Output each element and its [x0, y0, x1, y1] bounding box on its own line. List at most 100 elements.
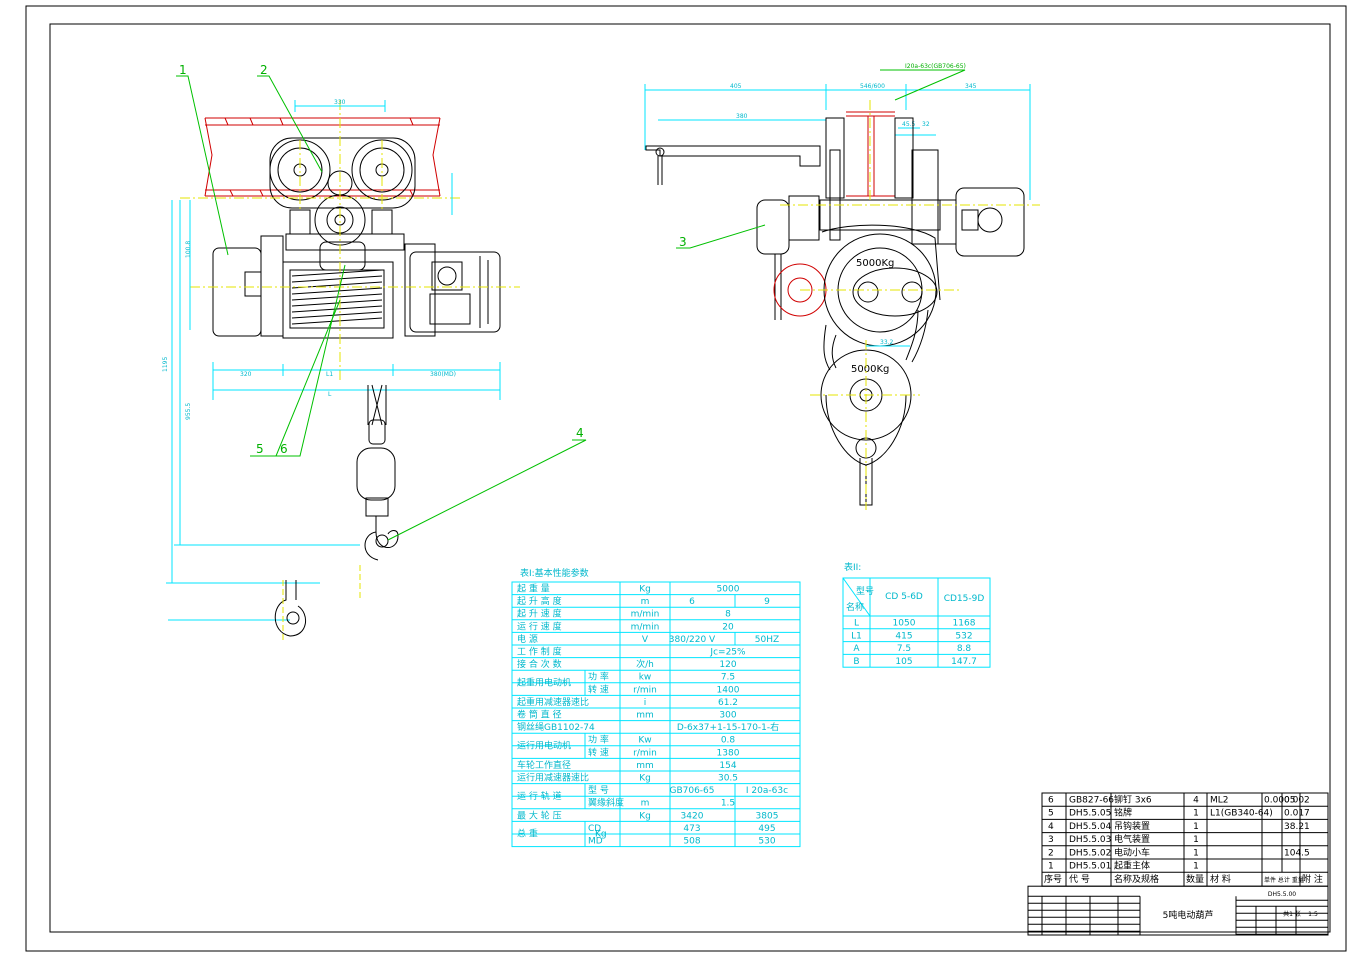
drawing-sheet-count: 共1 张: [1283, 910, 1301, 918]
group-weight-unit: Kg: [595, 830, 607, 840]
perf-row-name: 工 作 制 度: [517, 646, 562, 658]
perf-row-value: 508: [683, 837, 700, 847]
bom-no: 5: [1048, 809, 1054, 819]
inner-frame: [49, 23, 1331, 933]
performance-table-title: 表Ⅰ:基本性能参数: [520, 567, 589, 579]
bom-qty: 4: [1193, 796, 1199, 806]
col-cd5-6d: CD 5-6D: [885, 592, 923, 602]
perf-row-value: D-6x37+1-15-170-1-右: [677, 721, 779, 733]
group-lift-motor: 起重用电动机: [517, 677, 571, 689]
perf-row-unit: Kg: [639, 774, 651, 784]
drawing-title: 5吨电动葫芦: [1163, 909, 1214, 921]
bom-qty: 1: [1193, 835, 1199, 845]
bom-total-weight: 0.017: [1284, 809, 1310, 819]
perf-row-unit: Kg: [639, 585, 651, 595]
perf-row-name: 运 行 速 度: [517, 620, 562, 632]
svg-text:100.8: 100.8: [185, 241, 192, 258]
bom-material: L1(GB340-64): [1210, 809, 1273, 819]
col-cd5-9d: CD15-9D: [944, 594, 985, 604]
perf-row-value: 5000: [717, 585, 740, 595]
perf-row-name: 钢丝绳GB1102-74: [517, 721, 595, 733]
perf-row-value2: 50HZ: [755, 635, 779, 645]
perf-row-value: 300: [719, 711, 736, 721]
perf-row-value: 1400: [717, 685, 740, 695]
drawing-number: DH5.5.00: [1268, 891, 1296, 898]
svg-text:546/600: 546/600: [860, 83, 885, 90]
callout-1: 1: [179, 63, 187, 77]
perf-row-unit: m: [641, 799, 650, 809]
callout-4: 4: [576, 426, 584, 440]
bom-qty: 1: [1193, 822, 1199, 832]
perf-row-value: 0.8: [721, 736, 736, 746]
bom-qty: 1: [1193, 862, 1199, 872]
perf-row-unit: i: [644, 698, 647, 708]
perf-row-value2: 530: [758, 837, 775, 847]
perf-row-unit: V: [642, 635, 649, 645]
svg-text:380(MD): 380(MD): [430, 371, 456, 378]
perf-row-unit: m/min: [631, 622, 660, 632]
perf-row-name: 接 合 次 数: [517, 658, 562, 670]
perf-row-name: 翼缘斜度: [588, 797, 624, 809]
perf-row-value: 1380: [717, 748, 740, 758]
callout-5: 5: [256, 442, 264, 456]
perf-row-name: 最 大 轮 压: [517, 809, 562, 821]
bom-no: 4: [1048, 822, 1054, 832]
perf-row-value: 30.5: [718, 774, 738, 784]
callout-2: 2: [260, 63, 268, 77]
model-row-c2: 8.8: [957, 644, 972, 654]
perf-row-unit: mm: [636, 761, 654, 771]
perf-row-unit: 次/h: [636, 658, 654, 670]
perf-row-name: 运行用减速器速比: [517, 772, 589, 784]
svg-text:320: 320: [240, 371, 252, 378]
bom-head-material: 材 料: [1210, 873, 1231, 885]
perf-row-value2: I 20a-63c: [746, 786, 788, 796]
bom-qty: 1: [1193, 809, 1199, 819]
perf-row-name: CD: [588, 824, 601, 834]
perf-row-value2: 495: [758, 824, 775, 834]
bom-total-weight: 38.21: [1284, 822, 1310, 832]
perf-row-unit: Kg: [639, 811, 651, 821]
model-row-c1: 7.5: [897, 644, 911, 654]
perf-row-name: 起重用减速器速比: [517, 696, 589, 708]
bom-no: 1: [1048, 862, 1054, 872]
perf-row-unit: Kw: [638, 736, 651, 746]
model-row-c2: 1168: [953, 619, 976, 629]
bom-no: 3: [1048, 835, 1054, 845]
bom-head-no: 序号: [1044, 873, 1062, 885]
perf-row-name: 型 号: [588, 785, 609, 796]
perf-row-value: GB706-65: [669, 786, 714, 796]
head-model: 型号: [856, 586, 874, 597]
perf-row-value2: 3805: [756, 811, 779, 821]
model-row-c1: 415: [895, 631, 912, 641]
perf-row-name: 车轮工作直径: [517, 759, 571, 771]
model-row-c2: 532: [955, 631, 972, 641]
bom-total-weight: 0.002: [1284, 796, 1310, 806]
perf-row-name: 转 速: [588, 683, 609, 695]
perf-row-value: 6: [689, 597, 695, 607]
perf-row-unit: kw: [639, 673, 652, 683]
bom-code: DH5.5.05: [1069, 809, 1111, 819]
bom-name: 电气装置: [1114, 833, 1150, 845]
callouts: 1 2 3 4 5 6: [176, 63, 766, 541]
bom-name: 铆钉 3x6: [1114, 794, 1152, 806]
perf-row-value: 120: [719, 660, 736, 670]
bom-total-weight: 104.5: [1284, 848, 1310, 858]
rail-label: I20a-63c(GB706-65): [905, 63, 966, 70]
perf-row-name: 卷 筒 直 径: [517, 709, 562, 721]
capacity-lower: 5000Kg: [851, 364, 889, 375]
perf-row-name: 电 源: [517, 633, 538, 645]
bom-head-name: 名称及规格: [1114, 873, 1159, 885]
perf-row-name: 起 重 量: [517, 583, 550, 595]
perf-row-unit: mm: [636, 711, 654, 721]
svg-text:345: 345: [965, 83, 977, 90]
bom-material: ML2: [1210, 796, 1229, 806]
bom-qty: 1: [1193, 848, 1199, 858]
perf-row-value: 8: [725, 610, 731, 620]
drawing-scale: 1:5: [1308, 911, 1318, 918]
perf-row-unit: m/min: [631, 610, 660, 620]
callout-6: 6: [280, 442, 288, 456]
bom-code: DH5.5.02: [1069, 848, 1111, 858]
